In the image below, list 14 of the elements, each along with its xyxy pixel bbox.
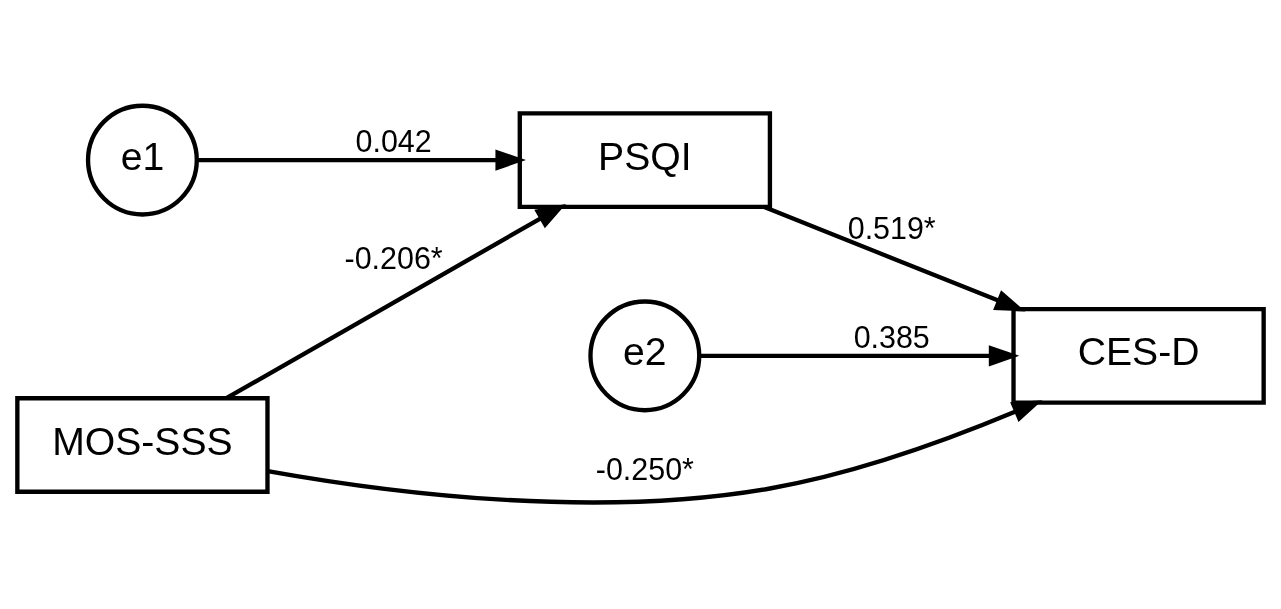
- edge-label: 0.385: [853, 319, 930, 354]
- arrow: [699, 345, 1020, 367]
- edge-label: -0.206*: [344, 241, 443, 276]
- arrow: [196, 149, 526, 171]
- node-box: CES-D: [1011, 306, 1266, 405]
- arrow: [763, 204, 1026, 312]
- edge-label: 0.042: [355, 123, 432, 158]
- node-box: MOS-SSS: [15, 396, 270, 494]
- node-circle: e2: [588, 299, 702, 413]
- arrow: [267, 400, 1043, 505]
- node-box: PSQI: [517, 111, 773, 209]
- node-circle: e1: [85, 103, 199, 217]
- edge-label: -0.250*: [595, 452, 694, 487]
- edge-label: 0.519*: [847, 210, 936, 245]
